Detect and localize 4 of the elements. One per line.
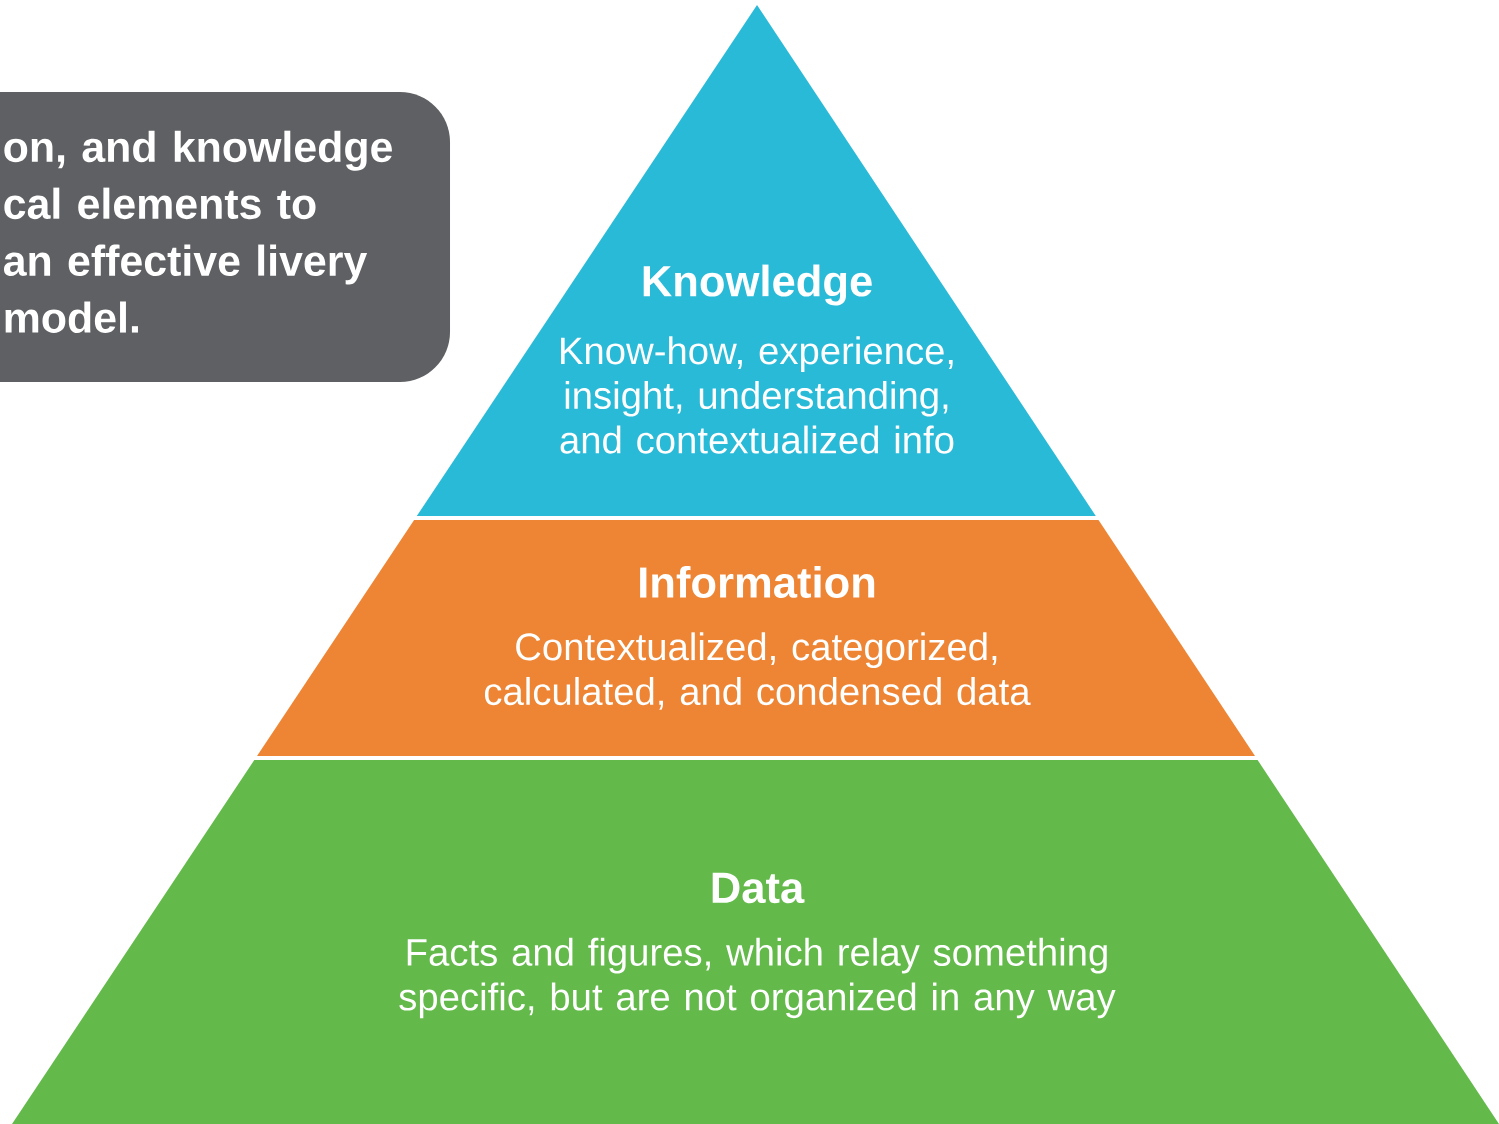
callout-box: on, and knowledge cal elements to an effective livery model. xyxy=(0,92,450,382)
pyramid-tier: Knowledge Know-how, experience, insight, understanding, and contextualized info xyxy=(416,5,1096,516)
pyramid-tier: Information Contextualized, categorized, calculated, and condensed data xyxy=(257,520,1256,756)
pyramid-tier: Data Facts and figures, which relay something specific, but are not organized in any way xyxy=(12,760,1499,1124)
